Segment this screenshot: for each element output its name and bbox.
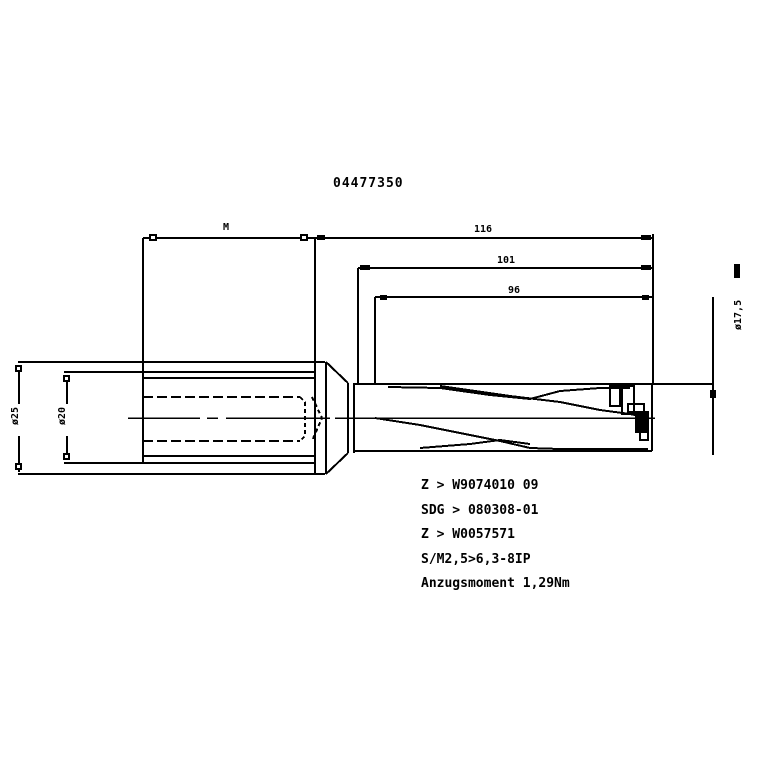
dimension-body-length bbox=[357, 265, 653, 385]
part-number-title: 04477350 bbox=[333, 176, 404, 191]
dimension-shank-inner-diameter bbox=[63, 371, 315, 464]
drill-body bbox=[354, 383, 712, 452]
note-line: S/M2,5>6,3-8IP bbox=[421, 551, 531, 567]
dimension-label-body-length: 101 bbox=[497, 255, 516, 266]
note-line: Anzugsmoment 1,29Nm bbox=[421, 576, 570, 591]
dimension-flute-length bbox=[374, 295, 653, 385]
dimension-shank-outer-diameter bbox=[15, 361, 325, 475]
dimension-label-shank-inner-diameter: ø20 bbox=[57, 406, 68, 425]
dimension-label-shank-length: M bbox=[223, 222, 230, 233]
dimension-cutting-diameter bbox=[710, 264, 740, 455]
note-line: Z > W0057571 bbox=[421, 527, 515, 542]
dimension-label-cutting-diameter: ø17,5 bbox=[733, 299, 744, 330]
dimension-label-overall-length: 116 bbox=[474, 224, 493, 235]
drawing-notes: Z > W9074010 09 SDG > 080308-01 Z > W005… bbox=[421, 474, 570, 597]
dimension-label-flute-length: 96 bbox=[508, 285, 521, 296]
dimension-overall-length bbox=[310, 234, 654, 385]
coolant-bore bbox=[143, 396, 324, 442]
note-line: Z > W9074010 09 bbox=[421, 478, 539, 493]
dimension-label-shank-outer-diameter: ø25 bbox=[10, 406, 21, 425]
note-line: SDG > 080308-01 bbox=[421, 502, 539, 518]
dimension-shank-length bbox=[142, 234, 310, 462]
